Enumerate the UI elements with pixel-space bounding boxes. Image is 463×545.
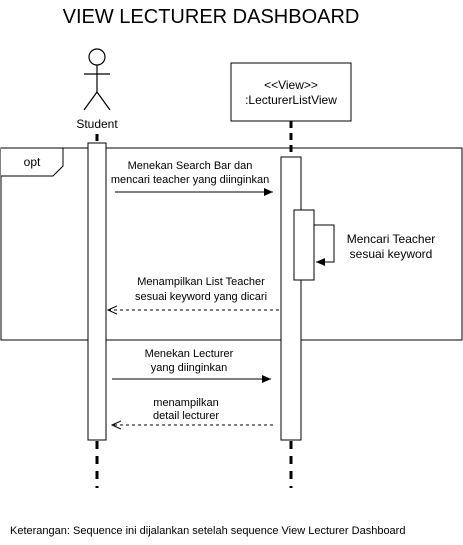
message-4-line1: Menekan Lecturer [145, 348, 234, 360]
message-3-line2: sesuai keyword yang dicari [135, 291, 267, 303]
lifeline-name: :LecturerListView [245, 93, 337, 107]
diagram-title: VIEW LECTURER DASHBOARD [63, 6, 360, 28]
opt-fragment [0, 147, 463, 341]
opt-label: opt [24, 155, 41, 169]
footer-note: Keterangan: Sequence ini dijalankan sete… [10, 525, 405, 537]
lifeline-header-box [230, 62, 352, 122]
message-3-line1: Menampilkan List Teacher [137, 276, 265, 288]
message-5-line2: detail lecturer [153, 410, 219, 422]
opt-fragment-tab [1, 147, 64, 177]
message-1-line2: mencari teacher yang diinginkan [111, 174, 269, 186]
lifeline-stereotype: <<View>> [264, 78, 318, 92]
student-actor-icon [83, 48, 111, 111]
actor-label: Student [76, 117, 118, 131]
message-2-line2: sesuai keyword [350, 247, 433, 261]
message-5-line1: menampilkan [153, 397, 218, 409]
student-activation [87, 142, 107, 441]
view-self-activation [293, 209, 315, 281]
message-1-line1: Menekan Search Bar dan [128, 160, 253, 172]
view-activation [280, 156, 302, 441]
message-2-line1: Mencari Teacher [347, 232, 436, 246]
message-4-line2: yang diinginkan [151, 362, 227, 374]
message-2-self-arrow [314, 224, 335, 266]
